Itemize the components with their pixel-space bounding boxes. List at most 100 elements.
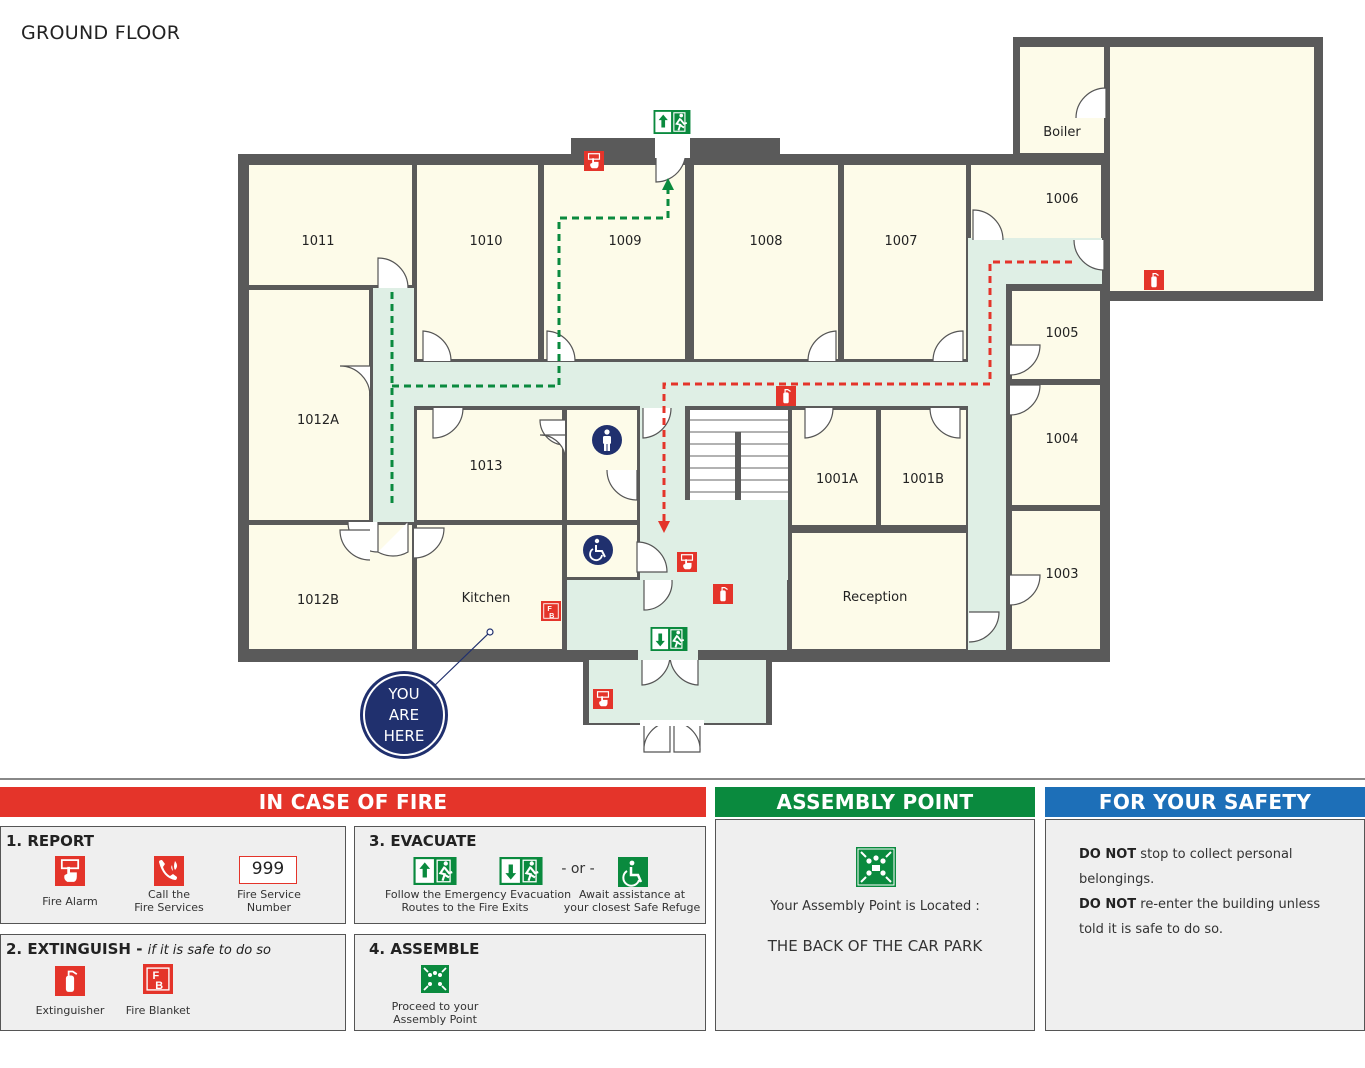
follow-evacuation-label-2: Routes to the Fire Exits [401, 901, 529, 914]
safety-line1-bold: DO NOT [1079, 847, 1137, 862]
room-label-1012a: 1012A [297, 413, 339, 428]
fire-service-number-label-1: Fire Service [237, 888, 301, 901]
extinguish-panel: 2. EXTINGUISH - if it is safe to do so E… [0, 934, 346, 1031]
assemble-title: 4. ASSEMBLE [369, 940, 480, 958]
you-are-here-line-1: YOU [387, 685, 419, 703]
extinguisher-icon [776, 386, 796, 406]
red-evacuation-route [662, 260, 1072, 522]
room-label-1006: 1006 [1045, 192, 1078, 207]
you-are-here-dot [486, 628, 494, 636]
room-label-1013: 1013 [469, 459, 502, 474]
room-label-1007: 1007 [884, 234, 917, 249]
main-door-gap [638, 648, 698, 660]
room-label-1004: 1004 [1045, 432, 1078, 447]
fire-blanket-label: Fire Blanket [125, 1004, 191, 1017]
extinguisher-icon [713, 584, 733, 604]
safety-line2-bold: DO NOT [1079, 897, 1137, 912]
extinguisher-label: Extinguisher [35, 1004, 105, 1017]
fire-service-number-label-2: Number [246, 901, 292, 914]
extinguish-title-text: 2. EXTINGUISH - [6, 940, 148, 958]
extinguish-title: 2. EXTINGUISH - if it is safe to do so [6, 940, 271, 958]
extinguish-subtitle: if it is safe to do so [147, 943, 272, 958]
await-assistance-label-1: Await assistance at [578, 888, 686, 901]
fire-exit-sign-main [650, 627, 688, 651]
you-are-here-marker: YOU ARE HERE [360, 671, 448, 759]
fire-blanket-icon [541, 601, 561, 621]
you-are-here-line-2: ARE [389, 706, 419, 724]
proceed-assembly-label-1: Proceed to your [391, 1000, 479, 1013]
room-label-1001b: 1001B [902, 472, 944, 487]
safety-panel: DO NOT stop to collect personal belongin… [1045, 819, 1365, 1031]
fire-service-number: 999 [239, 856, 297, 884]
floor-title: GROUND FLOOR [21, 22, 181, 44]
fire-alarm-icon [593, 689, 613, 709]
fire-exit-icon [413, 857, 457, 885]
room-label-1012b: 1012B [297, 593, 339, 608]
assembly-section-heading: ASSEMBLY POINT [715, 787, 1035, 817]
green-evacuation-route [390, 186, 670, 508]
south-exit-gap [640, 720, 704, 726]
safety-line2-cont: told it is safe to do so. [1079, 922, 1224, 937]
fire-alarm-icon [584, 151, 604, 171]
you-are-here-pointer [429, 631, 491, 691]
red-route-arrow [658, 521, 670, 533]
await-assistance-label-2: your closest Safe Refuge [563, 901, 701, 914]
fire-services-icon [154, 856, 184, 886]
accessible-toilet-icon [583, 535, 613, 565]
stair-divider [735, 432, 741, 500]
divider [0, 778, 1365, 780]
fire-alarm-label: Fire Alarm [42, 895, 98, 908]
evacuate-panel: 3. EVACUATE - or - Follow the Emergency … [354, 826, 706, 924]
room-label-1005: 1005 [1045, 326, 1078, 341]
room-label-1010: 1010 [469, 234, 502, 249]
fire-section-heading: IN CASE OF FIRE [0, 787, 706, 817]
fire-services-label-1: Call the [147, 888, 191, 901]
male-toilet-icon [592, 425, 622, 455]
safety-line1-cont: belongings. [1079, 872, 1155, 887]
room-label-boiler: Boiler [1043, 125, 1081, 140]
safe-refuge-icon [618, 857, 648, 887]
fire-exit-sign-north [653, 110, 691, 134]
fire-services-label-2: Fire Services [134, 901, 204, 914]
assembly-point-icon [856, 847, 896, 887]
assembly-located-label: Your Assembly Point is Located : [770, 899, 980, 914]
room-labels: 1011 1010 1009 1008 1007 1006 Boiler 100… [297, 125, 1081, 608]
fire-alarm-icon [55, 856, 85, 886]
fire-exit-down-icon [499, 857, 543, 885]
safety-text: DO NOT stop to collect personal belongin… [1079, 842, 1320, 942]
room-label-1008: 1008 [749, 234, 782, 249]
fire-alarm-icon [677, 552, 697, 572]
green-route-arrow [662, 178, 674, 190]
report-title: 1. REPORT [6, 832, 95, 850]
room-label-1011: 1011 [301, 234, 334, 249]
assembly-location: THE BACK OF THE CAR PARK [767, 937, 983, 955]
proceed-assembly-label-2: Assembly Point [393, 1013, 477, 1026]
room-label-kitchen: Kitchen [462, 591, 511, 606]
fire-blanket-icon [143, 964, 173, 994]
extinguisher-icon [1144, 270, 1164, 290]
assembly-point-icon [421, 965, 449, 993]
room-label-1009: 1009 [608, 234, 641, 249]
you-are-here-line-3: HERE [384, 727, 425, 745]
safety-line2-rest: re-enter the building unless [1136, 897, 1321, 912]
or-separator: - or - [561, 861, 595, 877]
evacuate-title: 3. EVACUATE [369, 832, 477, 850]
floor-plan: F B [238, 37, 1323, 759]
doors [339, 87, 1107, 753]
room-label-1001a: 1001A [816, 472, 858, 487]
north-exit-gap [655, 138, 690, 158]
assembly-panel: Your Assembly Point is Located : THE BAC… [715, 819, 1035, 1031]
safety-section-heading: FOR YOUR SAFETY [1045, 787, 1365, 817]
follow-evacuation-label-1: Follow the Emergency Evacuation [385, 888, 572, 901]
room-label-1003: 1003 [1045, 567, 1078, 582]
room-label-reception: Reception [843, 590, 908, 605]
safety-line1-rest: stop to collect personal [1136, 847, 1293, 862]
extinguisher-icon [55, 966, 85, 996]
